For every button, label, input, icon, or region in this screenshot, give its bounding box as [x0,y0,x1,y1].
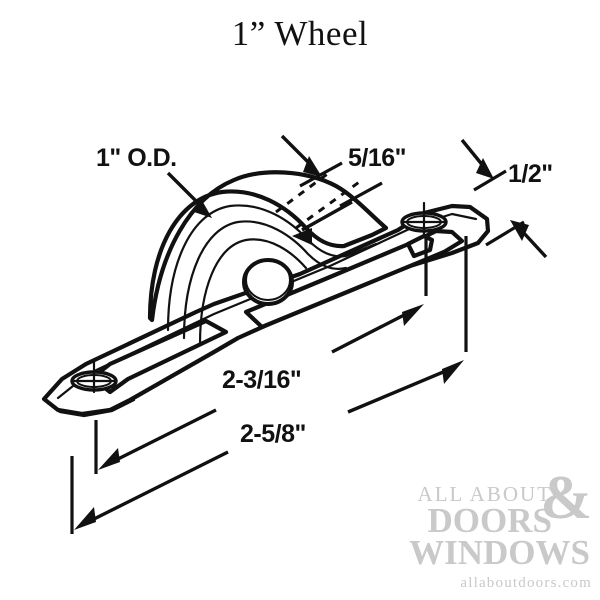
hole-spacing-arrowhead-left [98,448,120,470]
width-ext-dashed-left [275,170,331,214]
thickness-arrowhead-bottom [510,220,529,241]
dimension-overall-length: 2-5/8" [70,236,468,534]
overall-length-arrowhead-left [74,507,96,530]
dimension-wheel-outer-diameter: 1" O.D. [96,144,212,218]
hole-spacing-arrowhead-right [402,304,424,326]
label-bracket-thickness: 1/2" [508,160,553,188]
roller-bracket-part [41,170,491,418]
label-hole-spacing: 2-3/16" [222,366,301,394]
label-overall-length: 2-5/8" [240,420,306,448]
thickness-arrowhead-top [476,158,494,179]
housing-contour-2 [182,220,348,340]
hole-spacing-line-left [111,408,217,464]
thickness-arrow-line-bottom [520,229,548,259]
od-arrowhead [194,197,212,218]
bracket-left-thickness-edge [44,398,136,418]
dimension-hole-spacing: 2-3/16" [94,238,428,474]
width-ext-right [339,181,383,208]
width-arrow-line-left [280,134,314,168]
width-ext-left [299,161,343,188]
watermark-ampersand: & [540,464,592,533]
label-wheel-width: 5/16" [348,144,406,172]
hole-spacing-line-right [331,311,409,354]
dimension-wheel-width: 5/16" [275,134,407,245]
od-leader-line [166,171,205,210]
axle-hub-inner [245,259,291,301]
width-arrow-line-right [301,200,353,232]
bracket-rib-left [89,318,229,395]
watermark-line-3: WINDOWS [409,532,590,572]
width-arrowhead-right [292,228,312,245]
overall-length-line-right [347,368,449,414]
wheel-housing-shell [147,170,389,323]
thickness-arrow-line-top [460,138,486,169]
label-wheel-outer-diameter: 1" O.D. [96,144,177,172]
overall-length-arrowhead-right [442,360,464,384]
watermark-line-2: DOORS [427,500,552,540]
watermark-logo: ALL ABOUT DOORS WINDOWS & allaboutdoors.… [382,467,592,592]
housing-contour-3 [198,238,308,346]
watermark-line-1: ALL ABOUT [417,482,552,507]
housing-contour-1 [166,204,378,332]
watermark-url: allaboutdoors.com [460,575,592,591]
width-arrowhead-left [303,156,322,177]
dimension-bracket-thickness: 1/2" [460,138,553,259]
overall-length-line-left [87,450,229,524]
thickness-ext-top [473,169,507,192]
page-title: 1” Wheel [231,14,369,53]
bracket-rib-right [243,228,465,330]
